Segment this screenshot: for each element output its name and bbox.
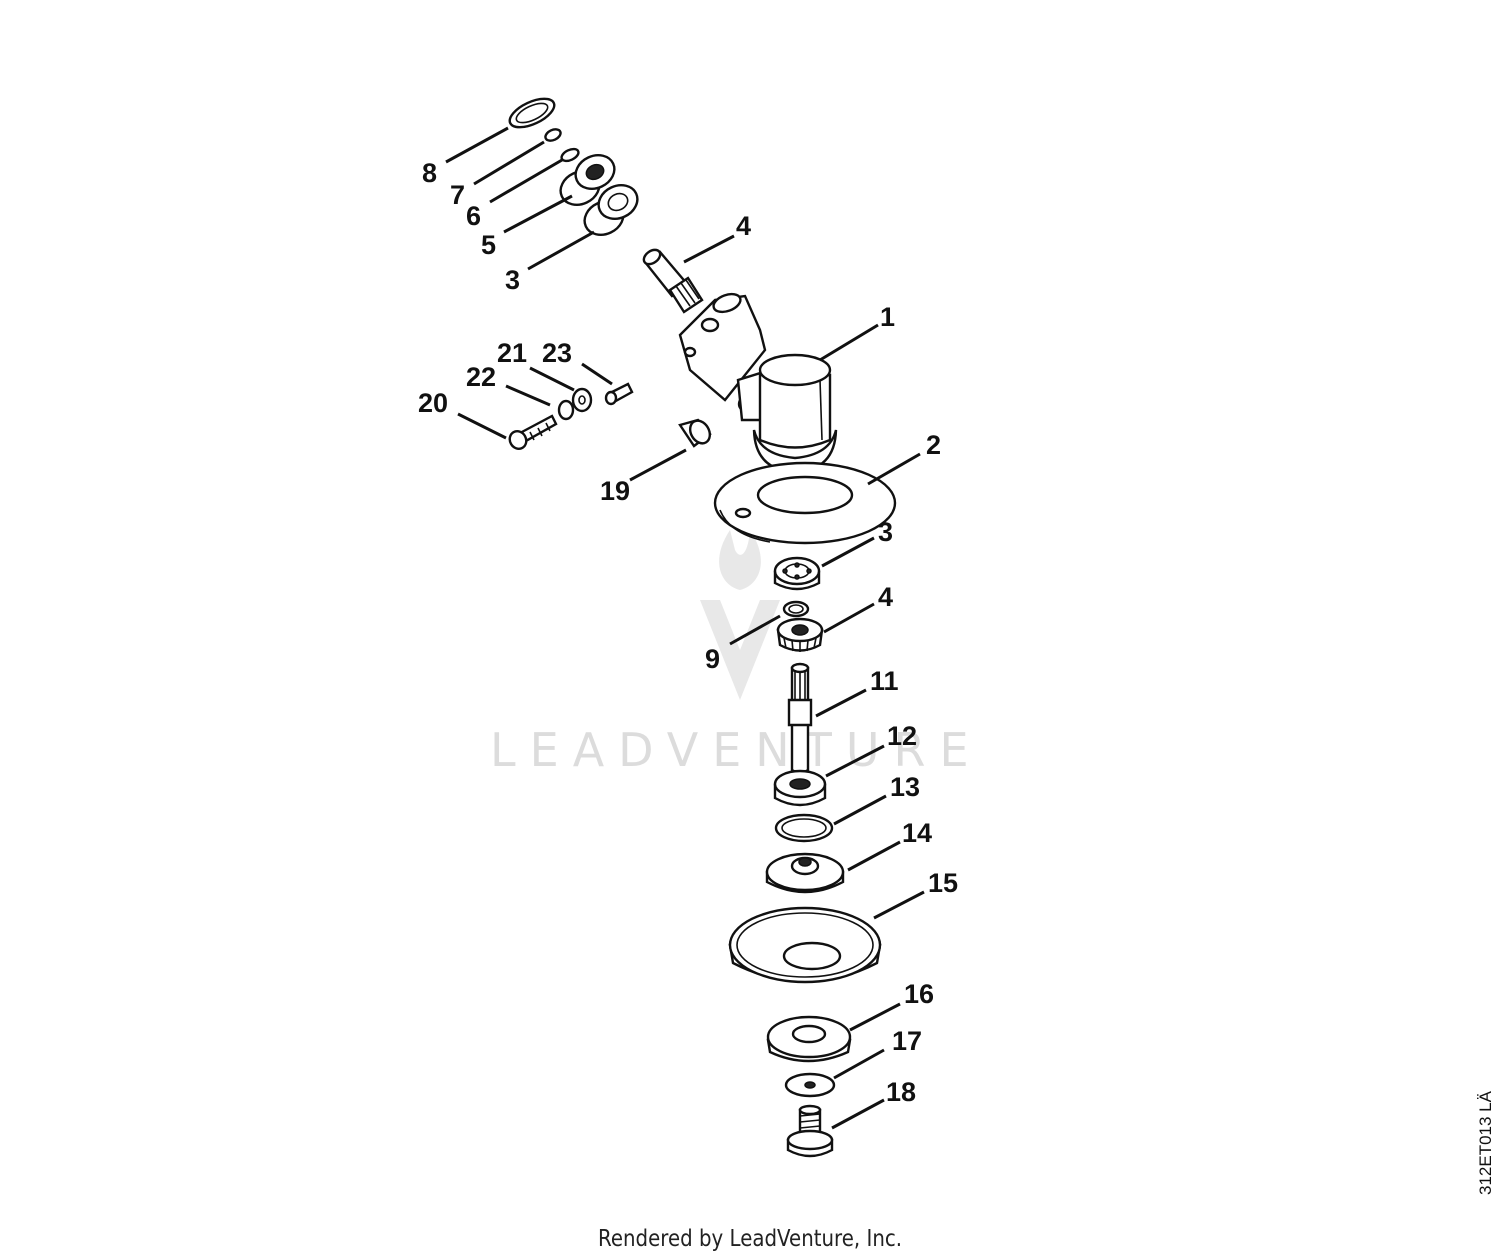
part-12-bearing-lower [773, 769, 827, 807]
part-23-screw [604, 382, 634, 406]
callout-labels: 8 7 6 5 3 4 1 21 23 22 20 19 2 3 4 9 11 … [418, 158, 958, 1107]
part-21-washer [571, 387, 593, 413]
callout-17: 17 [892, 1026, 922, 1056]
callout-23: 23 [542, 338, 572, 368]
drawing-code: 312ET013 LÄ [1476, 1091, 1495, 1195]
callout-1: 1 [880, 302, 895, 332]
part-13-circlip [774, 813, 834, 843]
callout-19: 19 [600, 476, 630, 506]
part-7-washer [544, 128, 562, 142]
callout-8: 8 [422, 158, 437, 188]
part-15-cup [728, 906, 882, 984]
part-4-bevel-gear [776, 617, 824, 652]
callout-15: 15 [928, 868, 958, 898]
part-3-bearing-center [773, 556, 821, 591]
part-17-washer [784, 1072, 836, 1098]
part-3-bearing-top [583, 184, 639, 236]
callout-3-center: 3 [878, 517, 893, 547]
watermark-brand-text: LEADVENTURE [490, 723, 983, 777]
part-22-lock-washer [557, 399, 575, 421]
callout-13: 13 [890, 772, 920, 802]
callout-3: 3 [505, 265, 520, 295]
footer-credit: Rendered by LeadVenture, Inc. [597, 1226, 903, 1252]
callout-4-center: 4 [878, 582, 893, 612]
part-9-washer [782, 600, 810, 618]
callout-2: 2 [926, 430, 941, 460]
callout-21: 21 [497, 338, 527, 368]
part-20-screw [508, 414, 558, 450]
callout-16: 16 [904, 979, 934, 1009]
part-14-collar [765, 852, 845, 894]
callout-14: 14 [902, 818, 932, 848]
callout-7: 7 [450, 180, 465, 210]
part-2-guard [713, 461, 897, 545]
callout-18: 18 [886, 1077, 916, 1107]
part-6-washer [560, 147, 580, 163]
callout-9: 9 [705, 644, 720, 674]
part-16-thrust-plate [766, 1015, 852, 1063]
part-11-shaft [787, 662, 813, 774]
callout-6: 6 [466, 201, 481, 231]
callout-5: 5 [481, 230, 496, 260]
part-8-circlip [508, 97, 556, 129]
part-1-gear-housing [678, 292, 838, 474]
leader-lines [445, 126, 925, 1130]
callout-11: 11 [870, 666, 899, 696]
watermark: LEADVENTURE [490, 530, 983, 777]
callout-22: 22 [466, 362, 496, 392]
callout-12: 12 [887, 721, 917, 751]
part-5-bearing [559, 154, 616, 206]
part-4-pinion-top [642, 248, 704, 314]
part-18-bolt [786, 1104, 834, 1158]
callout-4: 4 [736, 211, 751, 241]
callout-20: 20 [418, 388, 448, 418]
part-19-plug [678, 418, 712, 448]
watermark-logo-icon [700, 530, 780, 700]
